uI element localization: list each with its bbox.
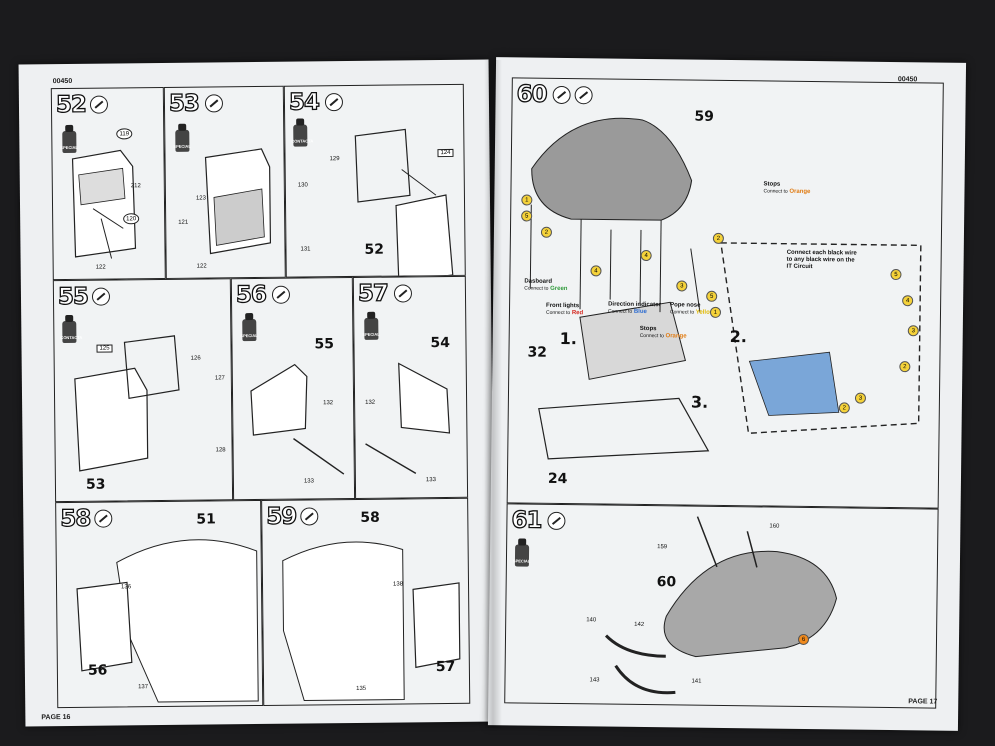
bulb-icon: 6 [797, 633, 810, 646]
part-label: 132 [323, 400, 334, 407]
page-number: PAGE 16 [41, 713, 71, 722]
step-reference: 54 [430, 334, 451, 352]
step-reference: 24 [547, 470, 568, 488]
step-52-panel: 52 SPECIAL 119 212 120 122 [50, 86, 166, 281]
right-page: 00450 60 59 Stops Connect to Orange Dasb… [487, 57, 967, 731]
step-reference: 51 [196, 511, 216, 528]
part-label: 128 [215, 447, 226, 454]
door-diagram [204, 148, 272, 255]
bulb-icon: 4 [902, 295, 914, 307]
part-label: 143 [589, 677, 600, 684]
stops-note: Stops Connect to Orange [763, 181, 811, 196]
part-label: 124 [437, 148, 454, 158]
bulb-icon: 5 [706, 290, 718, 302]
bulb-icon: 4 [640, 249, 652, 262]
bulb-icon: 3 [854, 392, 867, 404]
part-label: 130 [297, 182, 308, 189]
part-label: 133 [303, 478, 314, 485]
body-wiring-diagram [529, 117, 922, 460]
part-label: 138 [392, 581, 404, 588]
door-diagram [71, 149, 137, 259]
book-fold [484, 60, 502, 728]
step-reference: 60 [656, 574, 677, 591]
page-number: PAGE 17 [908, 698, 938, 706]
step-reference: 58 [360, 509, 380, 526]
bulb-icon: 2 [712, 232, 724, 244]
part-label: 160 [769, 523, 780, 530]
step-57-panel: 57 SPECIAL 54 132 133 [352, 275, 469, 499]
door-diagram [74, 335, 180, 472]
bulb-icon: 3 [676, 280, 688, 292]
stops-note: Stops Connect to Orange [639, 325, 687, 340]
bulb-icon: 5 [521, 210, 533, 222]
part-label: 129 [329, 156, 340, 163]
step-reference: 53 [85, 476, 106, 493]
part-label: 141 [691, 678, 702, 685]
stage-label: 2. [729, 327, 748, 347]
step-59-panel: 59 58 138 57 135 [261, 497, 471, 706]
part-label: 133 [425, 477, 436, 484]
step-reference: 57 [435, 658, 456, 676]
direction-indicator-note: Direction indicator Connect to Blue [607, 301, 662, 316]
bulb-icon: 2 [540, 226, 553, 238]
part-label: 121 [178, 219, 189, 226]
step-reference: 59 [694, 108, 714, 125]
part-label: 122 [95, 264, 106, 271]
step-reference: 32 [527, 344, 548, 361]
step-56-panel: 56 SPECIAL 55 132 133 [230, 276, 356, 501]
product-code: 00450 [52, 77, 73, 86]
part-label: 136 [120, 584, 132, 591]
body-door-diagram [76, 539, 259, 703]
bulb-icon: 3 [907, 325, 919, 337]
bulb-icon: 1 [709, 306, 722, 318]
part-label: 212 [130, 183, 141, 190]
door-diagram [250, 363, 345, 475]
step-reference: 52 [364, 241, 385, 258]
bulb-icon: 4 [590, 265, 602, 277]
door-diagram [365, 362, 451, 474]
bulb-icon: 5 [890, 268, 902, 281]
part-label: 126 [190, 355, 201, 362]
part-label: 140 [586, 617, 597, 624]
step-54-panel: 54 CONTACTA 129 130 131 124 52 [283, 83, 466, 278]
dashboard-note: Dasboard Connect to Green [524, 278, 568, 293]
left-page: 00450 52 SPECIAL 119 212 120 122 53 SPEC… [18, 59, 496, 727]
part-label: 131 [300, 246, 311, 253]
step-reference: 56 [87, 662, 108, 679]
bulb-icon: 1 [521, 194, 533, 206]
part-label: 127 [214, 375, 225, 382]
body-door-diagram [282, 541, 461, 702]
stage-label: 1. [559, 328, 577, 349]
part-label: 137 [138, 684, 149, 691]
front-lights-note: Front lights Connect to Red [545, 302, 584, 317]
part-label: 135 [356, 685, 367, 692]
part-label: 142 [634, 621, 645, 629]
pope-nose-note: Pope nose Connect to Yellow [669, 302, 715, 316]
step-58-panel: 58 51 136 56 137 [55, 499, 264, 709]
body-bumper-diagram [604, 516, 838, 695]
step-53-panel: 53 SPECIAL 123 121 122 [163, 85, 286, 279]
step-60-panel: 60 59 Stops Connect to Orange Dasboard C… [506, 77, 944, 509]
stage-label: 3. [690, 392, 709, 412]
step-61-panel: 61 SPECIAL 159 160 60 140 142 143 141 6 [504, 503, 939, 709]
part-label: 122 [196, 263, 207, 270]
step-reference: 55 [314, 336, 335, 353]
bulb-icon: 2 [899, 361, 911, 373]
window-frame-diagram [354, 128, 454, 278]
bulb-icon: 2 [838, 402, 850, 414]
part-label: 123 [195, 195, 207, 202]
part-label: 125 [96, 344, 113, 353]
black-wire-note: Connect each black wire to any black wir… [786, 249, 857, 271]
step-55-panel: 55 CONTACTA 125 126 127 128 53 [52, 278, 234, 503]
part-label: 159 [657, 544, 668, 551]
part-label: 132 [365, 399, 376, 406]
